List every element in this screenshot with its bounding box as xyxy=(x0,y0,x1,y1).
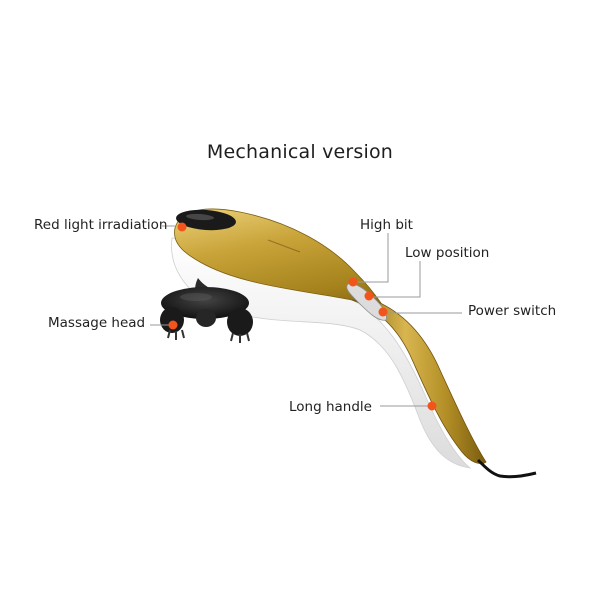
dot-power-switch xyxy=(378,307,388,317)
dot-high-bit xyxy=(348,277,358,287)
label-red-light-irradiation: Red light irradiation xyxy=(34,217,168,233)
diagram-title: Mechanical version xyxy=(206,141,394,163)
leader-lines xyxy=(150,225,462,407)
label-long-handle: Long handle xyxy=(289,399,372,415)
dot-long-handle xyxy=(427,401,437,411)
power-cord xyxy=(476,458,537,479)
dot-red-light xyxy=(177,222,187,232)
dot-low-position xyxy=(364,291,374,301)
massage-head xyxy=(160,287,253,343)
label-power-switch: Power switch xyxy=(468,303,557,319)
gold-handle xyxy=(351,299,487,464)
label-massage-head: Massage head xyxy=(48,315,146,331)
label-low-position: Low position xyxy=(405,245,490,261)
callout-dots xyxy=(168,222,437,411)
label-high-bit: High bit xyxy=(360,217,413,233)
dot-massage-head xyxy=(168,320,178,330)
